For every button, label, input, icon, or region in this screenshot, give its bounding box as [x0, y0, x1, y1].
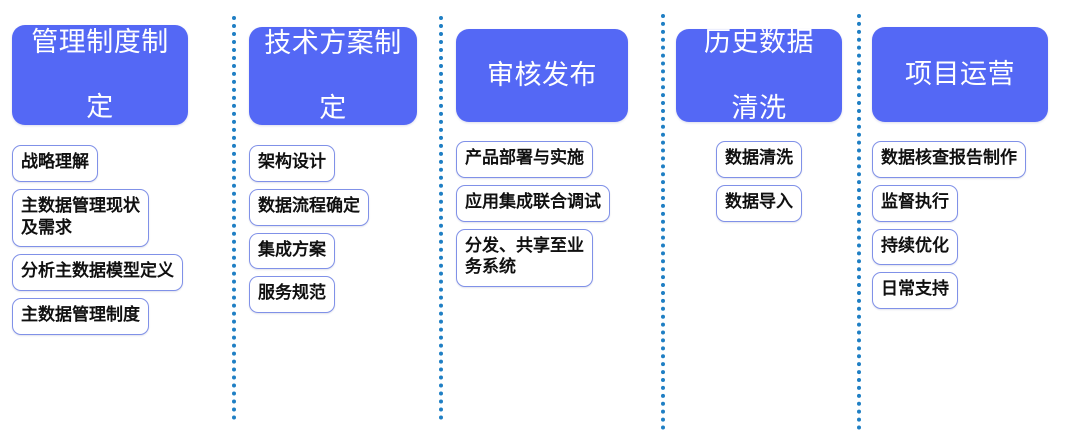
- phase-item-list-3: 产品部署与实施 应用集成联合调试 分发、共享至业 务系统: [456, 141, 648, 294]
- list-item[interactable]: 数据核查报告制作: [872, 141, 1026, 178]
- list-item[interactable]: 架构设计: [249, 145, 335, 182]
- list-item[interactable]: 战略理解: [12, 145, 98, 182]
- phase-header-3[interactable]: 审核发布: [456, 29, 628, 122]
- list-item[interactable]: 服务规范: [249, 276, 335, 313]
- phase-column-1: 管理制度制 定 战略理解 主数据管理现状 及需求 分析主数据模型定义 主数据管理…: [12, 0, 222, 342]
- list-item[interactable]: 数据导入: [716, 184, 802, 222]
- list-item[interactable]: 集成方案: [249, 232, 335, 270]
- list-item[interactable]: 主数据管理制度: [12, 298, 149, 335]
- phase-header-1-line-1: 管理制度制: [31, 26, 169, 57]
- phase-item-list-1: 战略理解 主数据管理现状 及需求 分析主数据模型定义 主数据管理制度: [12, 145, 222, 342]
- phase-item-list-2: 架构设计 数据流程确定 集成方案 服务规范: [249, 145, 429, 320]
- list-item[interactable]: 主数据管理现状 及需求: [12, 188, 149, 248]
- list-item[interactable]: 分析主数据模型定义: [12, 254, 183, 291]
- list-item[interactable]: 数据清洗: [716, 141, 802, 178]
- phase-header-5[interactable]: 项目运营: [872, 27, 1048, 122]
- phase-header-2-line-1: 技术方案制: [264, 27, 402, 58]
- list-item[interactable]: 监督执行: [872, 184, 958, 222]
- list-item[interactable]: 数据流程确定: [249, 188, 369, 226]
- list-item[interactable]: 日常支持: [872, 272, 958, 309]
- list-item[interactable]: 持续优化: [872, 228, 958, 266]
- phase-header-1-line-2: 定: [86, 92, 114, 123]
- phase-column-3: 审核发布 产品部署与实施 应用集成联合调试 分发、共享至业 务系统: [456, 0, 648, 294]
- column-separator-4: [857, 14, 861, 430]
- phase-header-4-line-1: 历史数据: [704, 27, 814, 58]
- phase-header-4-line-2: 清洗: [731, 92, 787, 123]
- phase-column-2: 技术方案制 定 架构设计 数据流程确定 集成方案 服务规范: [249, 0, 429, 320]
- phase-header-2[interactable]: 技术方案制 定: [249, 27, 417, 125]
- phase-column-5: 项目运营 数据核查报告制作 监督执行 持续优化 日常支持: [872, 0, 1068, 316]
- phase-header-2-line-2: 定: [319, 93, 347, 124]
- column-separator-2: [439, 16, 443, 420]
- column-separator-1: [232, 16, 236, 420]
- list-item[interactable]: 产品部署与实施: [456, 141, 593, 178]
- phase-header-1[interactable]: 管理制度制 定: [12, 25, 188, 125]
- phase-header-5-line-1: 项目运营: [905, 59, 1015, 90]
- phase-header-4[interactable]: 历史数据 清洗: [676, 27, 842, 123]
- phase-header-3-line-1: 审核发布: [487, 60, 597, 91]
- phase-item-list-5: 数据核查报告制作 监督执行 持续优化 日常支持: [872, 141, 1068, 316]
- phase-item-list-4: 数据清洗 数据导入: [674, 141, 844, 229]
- list-item[interactable]: 应用集成联合调试: [456, 184, 610, 222]
- phase-column-4: 历史数据 清洗 数据清洗 数据导入: [674, 0, 844, 229]
- column-separator-3: [661, 14, 665, 430]
- list-item[interactable]: 分发、共享至业 务系统: [456, 228, 593, 287]
